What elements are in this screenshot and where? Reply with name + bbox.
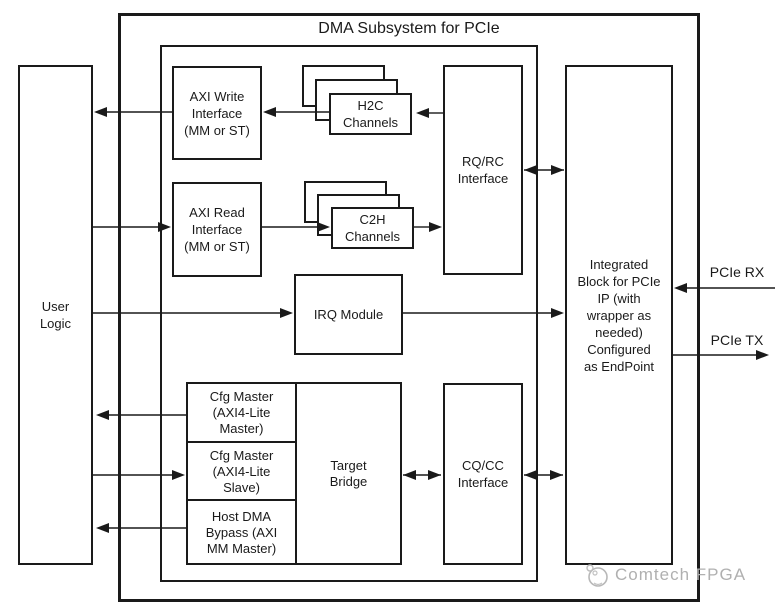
block-c2h-channels-label: C2H Channels: [345, 212, 400, 244]
port-label-pcie-rx: PCIe RX: [709, 264, 765, 280]
block-axi-read-interface: AXI Read Interface (MM or ST): [172, 182, 262, 277]
block-integrated-pcie-label: Integrated Block for PCIe IP (with wrapp…: [577, 256, 661, 374]
diagram-title: DMA Subsystem for PCIe: [318, 20, 500, 37]
block-cq-cc-interface: CQ/CC Interface: [443, 383, 523, 565]
block-irq-module-label: IRQ Module: [313, 307, 384, 322]
block-cfg-target-group: Cfg Master (AXI4-Lite Master) Cfg Master…: [186, 382, 402, 565]
watermark-text: Comtech FPGA: [615, 565, 747, 584]
cfg-master-slave-label: Cfg Master (AXI4-Lite Slave): [209, 448, 274, 495]
block-user-logic-label: User Logic: [39, 299, 72, 331]
block-cfg-master-axi4lite-slave: Cfg Master (AXI4-Lite Slave): [188, 445, 295, 501]
block-h2c-channels: H2C Channels: [329, 93, 412, 135]
block-cfg-master-axi4lite-master: Cfg Master (AXI4-Lite Master): [188, 384, 295, 443]
block-target-bridge: Target Bridge: [295, 384, 400, 563]
comtech-logo-icon: [586, 564, 608, 587]
block-axi-write-label: AXI Write Interface (MM or ST): [184, 88, 250, 138]
block-user-logic: User Logic: [18, 65, 93, 565]
port-label-pcie-tx: PCIe TX: [710, 332, 764, 348]
block-rq-rc-interface: RQ/RC Interface: [443, 65, 523, 275]
block-axi-read-label: AXI Read Interface (MM or ST): [184, 205, 250, 254]
block-host-dma-bypass: Host DMA Bypass (AXI MM Master): [188, 503, 295, 563]
block-axi-write-interface: AXI Write Interface (MM or ST): [172, 66, 262, 160]
block-c2h-channels: C2H Channels: [331, 207, 414, 249]
watermark: Comtech FPGA: [584, 561, 746, 589]
host-dma-bypass-label: Host DMA Bypass (AXI MM Master): [205, 509, 278, 556]
block-cq-cc-label: CQ/CC Interface: [457, 458, 509, 490]
cfg-master-master-label: Cfg Master (AXI4-Lite Master): [209, 388, 274, 436]
block-integrated-pcie: Integrated Block for PCIe IP (with wrapp…: [565, 65, 673, 565]
block-irq-module: IRQ Module: [294, 274, 403, 355]
dma-subsystem-outer-box: [118, 13, 700, 602]
target-bridge-label: Target Bridge: [329, 457, 368, 489]
block-h2c-channels-label: H2C Channels: [343, 98, 398, 130]
block-rq-rc-label: RQ/RC Interface: [457, 154, 509, 186]
